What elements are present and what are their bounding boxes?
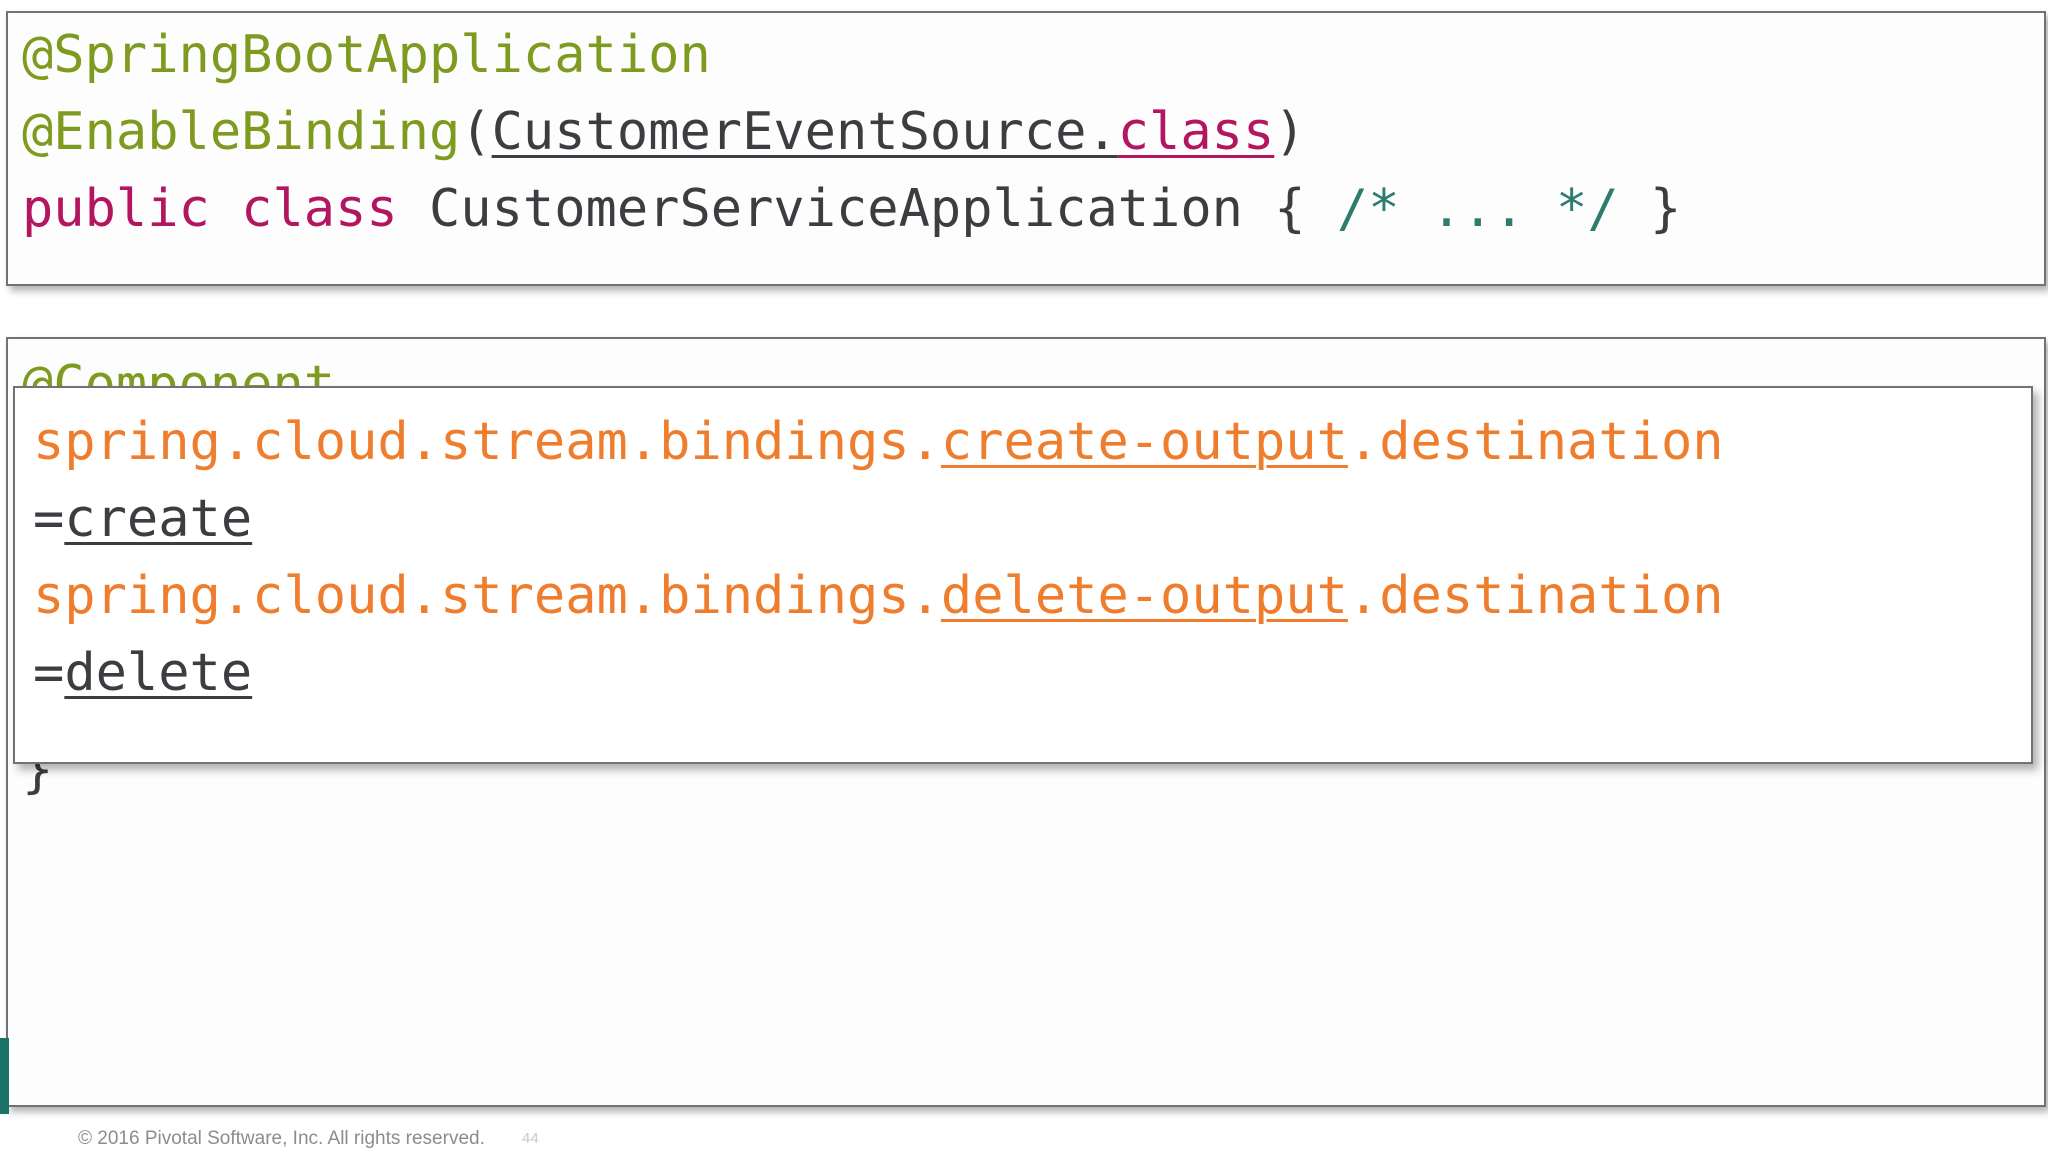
slide-footer: © 2016 Pivotal Software, Inc. All rights… bbox=[0, 1128, 2048, 1152]
class-name-customerserviceapplication: CustomerServiceApplication bbox=[429, 179, 1243, 239]
paren-open: ( bbox=[460, 102, 492, 162]
annotation-springbootapplication: @SpringBootApplication bbox=[22, 25, 711, 85]
type-reference-customereventsource: CustomerEventSource. bbox=[491, 102, 1118, 162]
property-key-suffix-delete: .destination bbox=[1347, 566, 1724, 626]
property-key-suffix-create: .destination bbox=[1347, 412, 1724, 472]
property-key-prefix-delete: spring.cloud.stream.bindings. bbox=[33, 566, 941, 626]
equals-sign-delete: = bbox=[33, 643, 65, 703]
property-value-delete: delete bbox=[64, 643, 253, 703]
brace-open: { bbox=[1242, 179, 1337, 239]
copyright-text: © 2016 Pivotal Software, Inc. All rights… bbox=[78, 1128, 485, 1149]
page-number: 44 bbox=[522, 1130, 539, 1147]
property-value-create: create bbox=[64, 489, 253, 549]
comment-ellipsis: /* ... */ bbox=[1336, 179, 1619, 239]
keyword-class-literal: class bbox=[1117, 102, 1275, 162]
binding-name-delete-output: delete-output bbox=[940, 566, 1348, 626]
space-1 bbox=[398, 179, 429, 239]
code-panel-application: @SpringBootApplication @EnableBinding(Cu… bbox=[6, 11, 2046, 286]
paren-close: ) bbox=[1274, 102, 1306, 162]
code-block-properties: spring.cloud.stream.bindings.create-outp… bbox=[33, 404, 2027, 712]
accent-bar bbox=[0, 1038, 9, 1114]
keyword-public-class: public class bbox=[22, 179, 398, 239]
equals-sign-create: = bbox=[33, 489, 65, 549]
property-key-prefix-create: spring.cloud.stream.bindings. bbox=[33, 412, 941, 472]
annotation-enablebinding: @EnableBinding bbox=[22, 102, 461, 162]
binding-name-create-output: create-output bbox=[940, 412, 1348, 472]
brace-close: } bbox=[1618, 179, 1682, 239]
code-block-application: @SpringBootApplication @EnableBinding(Cu… bbox=[22, 17, 2040, 248]
properties-overlay-panel: spring.cloud.stream.bindings.create-outp… bbox=[13, 386, 2033, 764]
